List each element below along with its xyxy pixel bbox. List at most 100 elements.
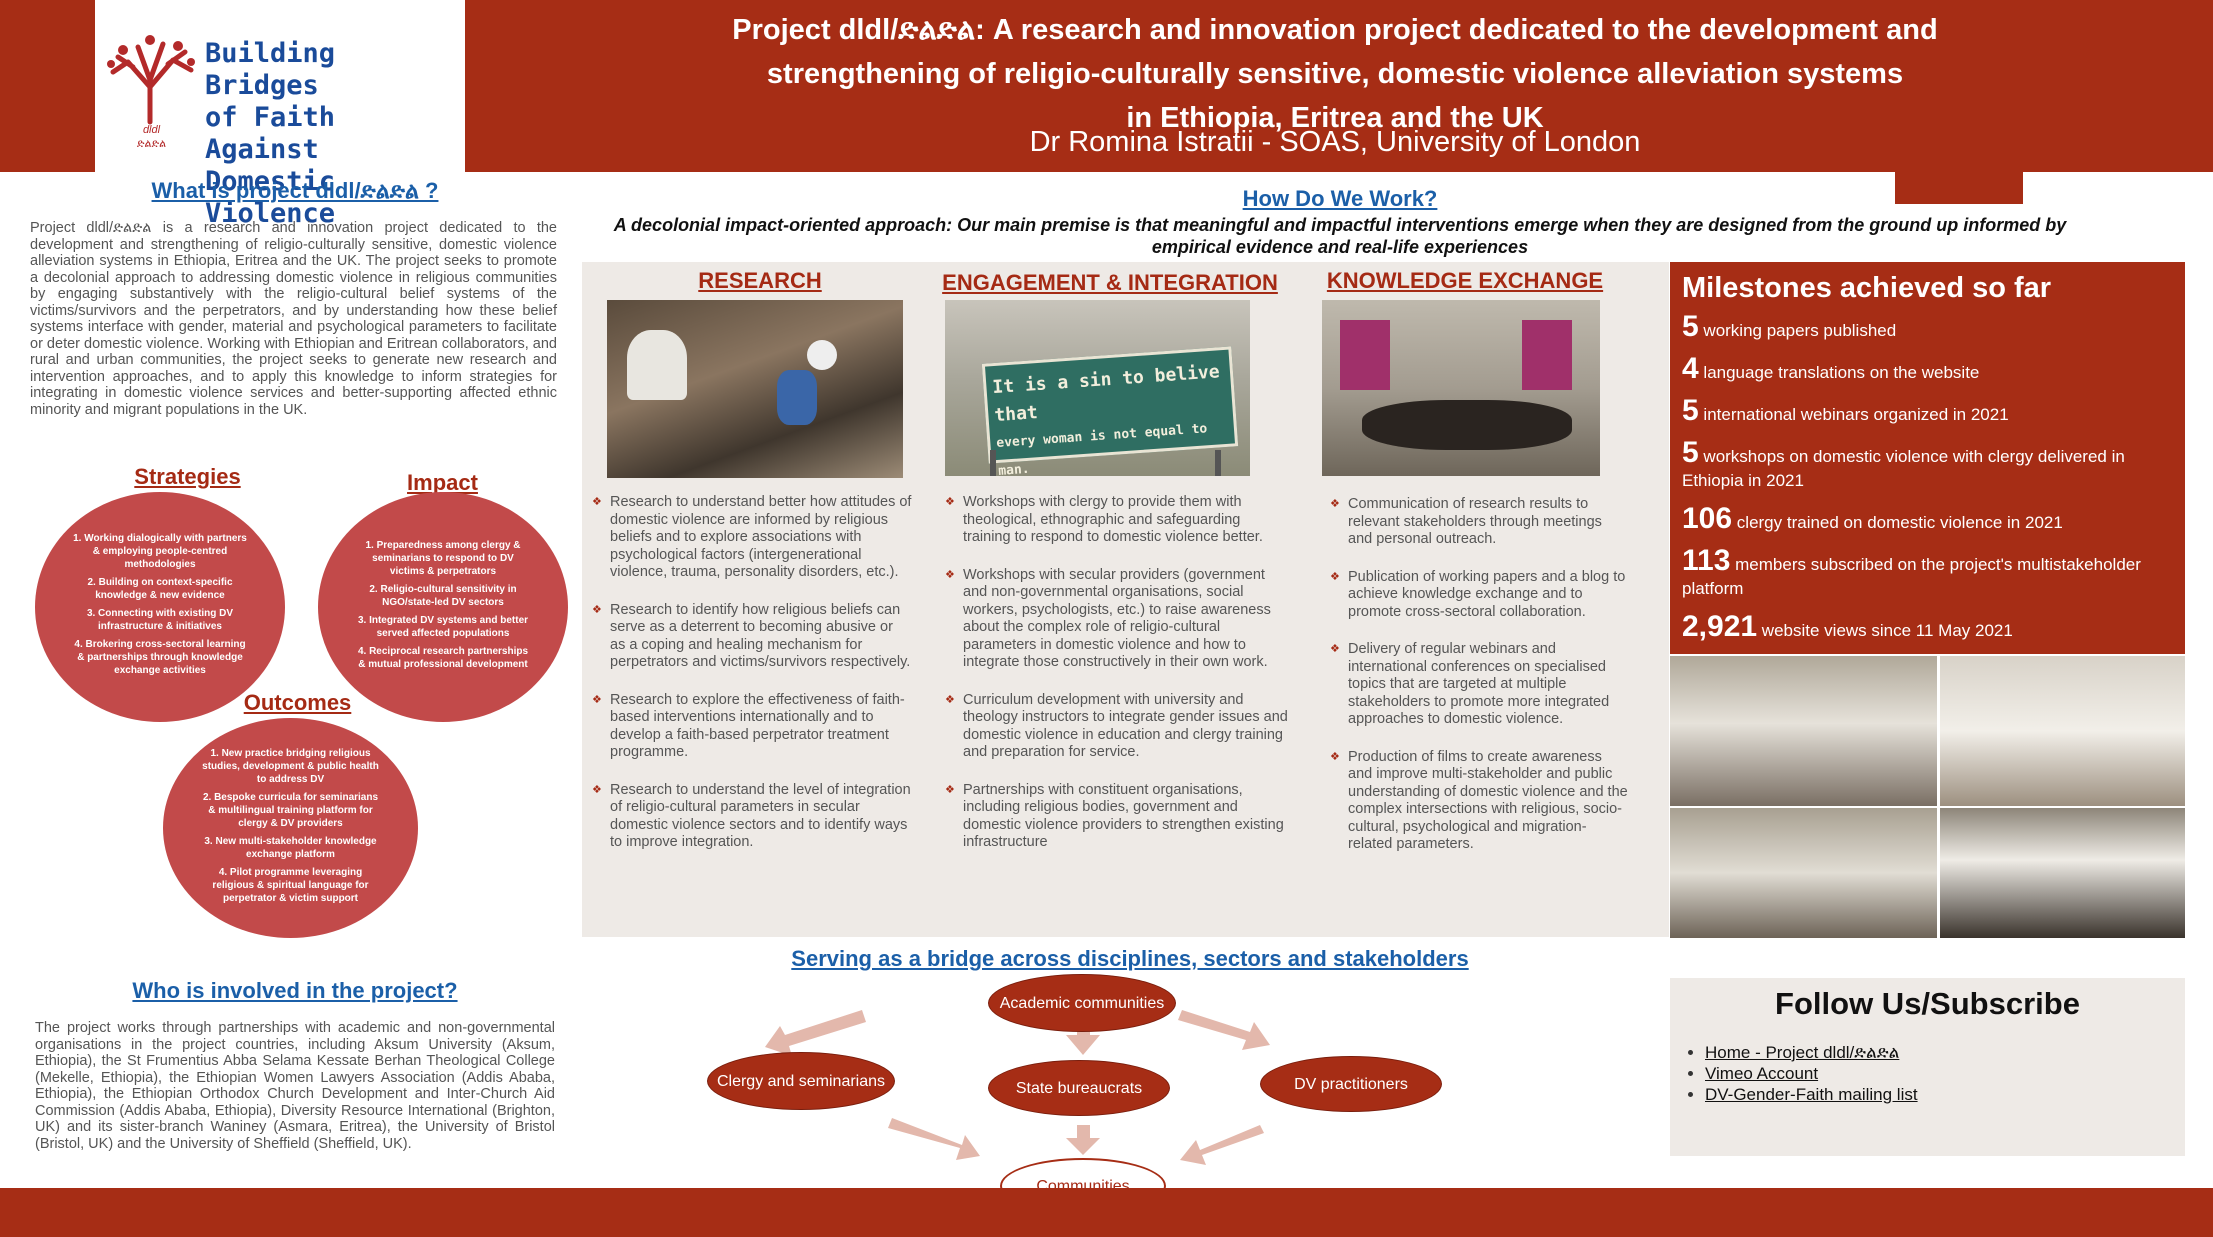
outcome-item: 2. Bespoke curricula for seminarians & m…: [202, 791, 379, 829]
follow-heading: Follow Us/Subscribe: [1775, 986, 2080, 1021]
arrow-icon: [1066, 1125, 1100, 1155]
research-heading: RESEARCH: [698, 268, 822, 293]
milestone-text: international webinars organized in 2021: [1698, 405, 2009, 424]
outcome-item: 3. New multi-stakeholder knowledge excha…: [204, 835, 377, 860]
strategies-heading: Strategies: [134, 464, 241, 489]
logo-line: of Faith Against: [205, 102, 336, 165]
who-text: The project works through partnerships w…: [35, 1020, 555, 1152]
milestone-number: 4: [1682, 352, 1699, 385]
premise-text: A decolonial impact-oriented approach: O…: [613, 215, 2067, 257]
milestone-item: 106 clergy trained on domestic violence …: [1682, 504, 2173, 535]
home-link[interactable]: Home - Project dldl/ድልድል: [1705, 1043, 1900, 1062]
workshop-photo: [1670, 808, 1937, 938]
node-dv: DV practitioners: [1260, 1056, 1442, 1112]
workshop-photo: [1940, 808, 2185, 938]
list-item: Vimeo Account: [1705, 1063, 2185, 1084]
tree-logo-icon: [103, 32, 198, 127]
bridge-heading[interactable]: Serving as a bridge across disciplines, …: [791, 946, 1469, 971]
list-item: Curriculum development with university a…: [945, 692, 1290, 762]
impact-circle: 1. Preparedness among clergy & seminaria…: [318, 492, 568, 722]
strategy-item: 2. Building on context-specific knowledg…: [87, 577, 233, 601]
list-item: Research to understand better how attitu…: [592, 494, 912, 582]
list-item: Workshops with secular providers (govern…: [945, 567, 1290, 672]
node-academic: Academic communities: [988, 974, 1176, 1032]
arrow-icon: [765, 1010, 866, 1056]
list-item: Communication of research results to rel…: [1330, 496, 1630, 549]
logo-mark-ge: ድልድል: [136, 138, 167, 150]
sign-photo: It is a sin to belive that every woman i…: [945, 300, 1250, 476]
list-item: Research to identify how religious belie…: [592, 602, 912, 672]
milestone-item: 5 international webinars organized in 20…: [1682, 396, 2173, 427]
arrow-icon: [1066, 1020, 1100, 1055]
milestone-text: language translations on the website: [1698, 363, 1980, 382]
workshop-photo: [1670, 656, 1937, 806]
node-state: State bureaucrats: [988, 1060, 1170, 1116]
list-item: Production of films to create awareness …: [1330, 749, 1630, 854]
mailing-list-link[interactable]: DV-Gender-Faith mailing list: [1705, 1085, 1918, 1104]
bridge-arrows: [765, 1010, 1270, 1165]
meeting-photo: [1322, 300, 1600, 476]
vimeo-link[interactable]: Vimeo Account: [1705, 1064, 1819, 1083]
outcomes-heading: Outcomes: [243, 690, 352, 715]
engagement-heading: ENGAGEMENT & INTEGRATION: [942, 270, 1278, 295]
impact-item: 1. Preparedness among clergy & seminaria…: [365, 539, 521, 577]
node-clergy: Clergy and seminarians: [707, 1052, 895, 1110]
follow-links: Home - Project dldl/ድልድል Vimeo Account D…: [1695, 1042, 2185, 1105]
what-text: Project dldl/ድልድል is a research and inno…: [30, 220, 557, 418]
milestone-item: 5 working papers published: [1682, 312, 2173, 343]
list-item: Research to understand the level of inte…: [592, 782, 912, 852]
impact-item: 3. Integrated DV systems and better serv…: [357, 614, 529, 639]
milestone-number: 2,921: [1682, 610, 1758, 643]
milestone-item: 113 members subscribed on the project's …: [1682, 546, 2173, 601]
milestone-item: 4 language translations on the website: [1682, 354, 2173, 385]
footer-band: [0, 1188, 2213, 1237]
outcomes-circle: 1. New practice bridging religious studi…: [163, 718, 418, 938]
list-item: Home - Project dldl/ድልድል: [1705, 1042, 2185, 1063]
logo-line: Building Bridges: [205, 38, 336, 101]
title-line: in Ethiopia, Eritrea and the UK: [1126, 102, 1544, 134]
list-item: Workshops with clergy to provide them wi…: [945, 494, 1290, 547]
follow-panel: Follow Us/Subscribe Home - Project dldl/…: [1670, 978, 2185, 1156]
page-title: Project dldl/ድልድል: A research and innova…: [560, 8, 2110, 140]
decorative-tab: [1895, 172, 2023, 204]
milestone-number: 5: [1682, 394, 1699, 427]
outcome-item: 1. New practice bridging religious studi…: [202, 747, 379, 785]
what-heading[interactable]: What is project dldl/ድልድል ?: [151, 178, 439, 203]
milestone-text: working papers published: [1698, 321, 1897, 340]
logo: dldl ድልድል: [95, 0, 465, 172]
impact-item: 4. Reciprocal research partnerships & mu…: [357, 645, 529, 670]
strategies-circle: 1. Working dialogically with partners & …: [35, 492, 285, 722]
milestone-text: members subscribed on the project's mult…: [1682, 555, 2141, 598]
milestone-number: 113: [1682, 544, 1731, 577]
arrow-icon: [1178, 1010, 1270, 1050]
knowledge-heading: KNOWLEDGE EXCHANGE: [1326, 268, 1604, 293]
list-item: Research to explore the effectiveness of…: [592, 692, 912, 762]
milestone-number: 106: [1682, 502, 1733, 535]
outcome-item: 4. Pilot programme leveraging religious …: [212, 866, 369, 904]
how-heading[interactable]: How Do We Work?: [1242, 186, 1438, 211]
impact-heading: Impact: [407, 470, 478, 495]
research-list: Research to understand better how attitu…: [592, 494, 912, 872]
logo-text: Building Bridges of Faith Against Domest…: [110, 38, 465, 230]
strategy-item: 4. Brokering cross-sectoral learning & p…: [74, 639, 246, 676]
milestones-panel: Milestones achieved so far 5 working pap…: [1670, 262, 2185, 654]
knowledge-list: Communication of research results to rel…: [1330, 496, 1630, 874]
impact-item: 2. Religio-cultural sensitivity in NGO/s…: [369, 583, 517, 608]
list-item: Delivery of regular webinars and interna…: [1330, 641, 1630, 729]
strategy-item: 3. Connecting with existing DV infrastru…: [86, 608, 234, 632]
arrow-icon: [1180, 1125, 1264, 1165]
who-heading[interactable]: Who is involved in the project?: [132, 978, 458, 1003]
milestone-item: 5 workshops on domestic violence with cl…: [1682, 438, 2173, 493]
engagement-list: Workshops with clergy to provide them wi…: [945, 494, 1290, 872]
list-item: Publication of working papers and a blog…: [1330, 569, 1630, 622]
list-item: Partnerships with constituent organisati…: [945, 782, 1290, 852]
arrow-icon: [888, 1118, 980, 1160]
workshop-photo: [1940, 656, 2185, 806]
milestone-text: website views since 11 May 2021: [1757, 621, 2013, 640]
title-line: Project dldl/ድልድል: A research and innova…: [732, 14, 1938, 46]
milestone-item: 2,921 website views since 11 May 2021: [1682, 612, 2173, 643]
milestone-text: clergy trained on domestic violence in 2…: [1732, 513, 2063, 532]
milestone-text: workshops on domestic violence with cler…: [1682, 447, 2125, 490]
strategy-item: 1. Working dialogically with partners & …: [73, 533, 247, 570]
milestones-heading: Milestones achieved so far: [1682, 272, 2052, 304]
